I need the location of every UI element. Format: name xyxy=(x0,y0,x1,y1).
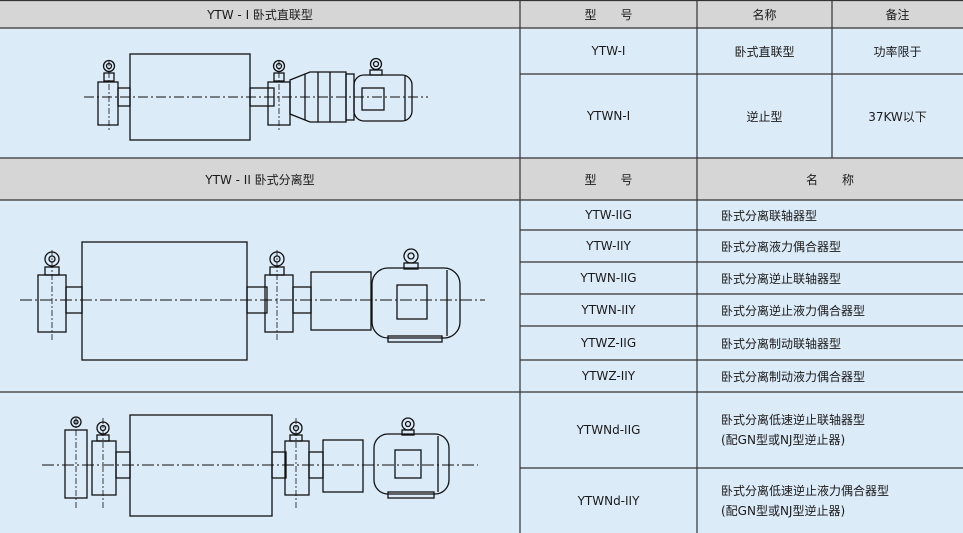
section1-title: YTW - I 卧式直联型 xyxy=(0,0,520,28)
header-name: 名称 xyxy=(697,0,832,28)
s2-header-name: 名 称 xyxy=(697,158,963,200)
s2-model-3: YTWN-IIG xyxy=(520,262,697,294)
s3-name-2-line1: 卧式分离低速逆止液力偶合器型 xyxy=(721,483,890,498)
s2-header-model: 型 号 xyxy=(520,158,697,200)
diagram1-area xyxy=(0,28,520,158)
section2-title: YTW - II 卧式分离型 xyxy=(0,158,520,200)
s2-model-1: YTW-IIG xyxy=(520,200,697,230)
s1-name-1: 卧式直联型 xyxy=(697,28,832,74)
s2-model-6: YTWZ-IIY xyxy=(520,360,697,392)
header-note: 备注 xyxy=(832,0,963,28)
s3-name-1: 卧式分离低速逆止联轴器型 (配GN型或NJ型逆止器) xyxy=(697,392,963,468)
s3-name-1-line1: 卧式分离低速逆止联轴器型 xyxy=(721,413,866,427)
s3-name-2-line2: (配GN型或NJ型逆止器) xyxy=(721,503,846,518)
s2-model-5: YTWZ-IIG xyxy=(520,326,697,360)
s2-name-4: 卧式分离逆止液力偶合器型 xyxy=(697,294,963,326)
s2-name-2: 卧式分离液力偶合器型 xyxy=(697,230,963,262)
s2-name-6: 卧式分离制动液力偶合器型 xyxy=(697,360,963,392)
s2-model-4: YTWN-IIY xyxy=(520,294,697,326)
s1-note-1: 功率限于 xyxy=(832,28,963,74)
s1-note-2: 37KW以下 xyxy=(832,74,963,158)
s3-name-2: 卧式分离低速逆止液力偶合器型 (配GN型或NJ型逆止器) xyxy=(697,468,963,533)
s1-model-1: YTW-I xyxy=(520,28,697,74)
s1-model-2: YTWN-I xyxy=(520,74,697,158)
s3-model-2: YTWNd-IIY xyxy=(520,468,697,533)
s2-name-3: 卧式分离逆止联轴器型 xyxy=(697,262,963,294)
header-model: 型 号 xyxy=(520,0,697,28)
s3-name-1-line2: (配GN型或NJ型逆止器) xyxy=(721,433,846,447)
diagram1-drawing xyxy=(84,53,428,141)
s2-model-2: YTW-IIY xyxy=(520,230,697,262)
s2-name-1: 卧式分离联轴器型 xyxy=(697,200,963,230)
diagram2-drawing xyxy=(20,241,485,361)
s2-name-5: 卧式分离制动联轴器型 xyxy=(697,326,963,360)
s1-name-2: 逆止型 xyxy=(697,74,832,158)
s3-model-1: YTWNd-IIG xyxy=(520,392,697,468)
diagram3-drawing xyxy=(42,414,478,517)
